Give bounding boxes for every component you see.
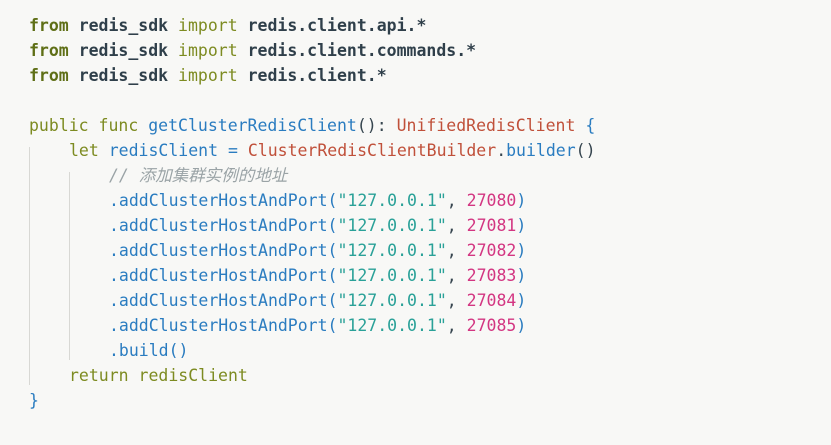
import-keyword: import [178,66,238,85]
method-call: .addClusterHostAndPort( [109,316,338,335]
import-target: redis.client.* [247,66,387,85]
close-brace: } [29,391,39,410]
builder-call: builder [506,141,576,160]
method-call: .addClusterHostAndPort( [109,291,338,310]
return-line: return redisClient [69,366,248,385]
import-line-2: from redis_sdk import redis.client.comma… [29,38,476,63]
method-call: .addClusterHostAndPort( [109,191,338,210]
port-number: 27080 [466,191,517,210]
separator: , [446,191,467,210]
port-number: 27081 [466,216,517,235]
close-paren: ) [516,266,527,285]
host-string: "127.0.0.1" [337,241,447,260]
port-number: 27084 [466,291,517,310]
separator: , [446,216,467,235]
import-target: redis.client.api.* [247,16,427,35]
port-number: 27085 [466,316,517,335]
package-name: redis_sdk [78,16,169,35]
host-string: "127.0.0.1" [337,191,447,210]
package-name: redis_sdk [78,41,169,60]
separator: , [446,241,467,260]
dot: . [496,141,507,160]
indent-guide-inner [69,172,70,360]
open-brace: { [575,116,596,135]
func-modifiers: public func [29,116,149,135]
method-call: .addClusterHostAndPort( [109,216,338,235]
port-number: 27083 [466,266,517,285]
import-target: redis.client.commands.* [247,41,477,60]
let-line: let redisClient = ClusterRedisClientBuil… [69,138,596,163]
host-call-line: .addClusterHostAndPort("127.0.0.1", 2708… [109,288,526,313]
host-call-line: .addClusterHostAndPort("127.0.0.1", 2708… [109,313,526,338]
close-paren: ) [516,191,527,210]
package-name: redis_sdk [78,66,169,85]
let-keyword: let [69,141,109,160]
separator: , [446,316,467,335]
method-call: .addClusterHostAndPort( [109,266,338,285]
func-params: (): [356,116,397,135]
port-number: 27082 [466,241,517,260]
build-call-line: .build() [109,341,189,360]
indent-guide-outer [29,147,30,385]
import-keyword: import [178,16,238,35]
host-string: "127.0.0.1" [337,291,447,310]
func-name: getClusterRedisClient [148,116,357,135]
from-keyword: from [29,66,69,85]
import-keyword: import [178,41,238,60]
func-declaration-line: public func getClusterRedisClient(): Uni… [29,113,595,138]
call-parens: () [575,141,596,160]
method-call: .addClusterHostAndPort( [109,241,338,260]
import-line-1: from redis_sdk import redis.client.api.* [29,13,426,38]
host-string: "127.0.0.1" [337,266,447,285]
return-type: UnifiedRedisClient [396,116,576,135]
host-string: "127.0.0.1" [337,216,447,235]
separator: , [446,291,467,310]
builder-class: ClusterRedisClientBuilder [247,141,497,160]
separator: , [446,266,467,285]
host-call-line: .addClusterHostAndPort("127.0.0.1", 2708… [109,213,526,238]
close-paren: ) [516,216,527,235]
from-keyword: from [29,41,69,60]
from-keyword: from [29,16,69,35]
host-call-line: .addClusterHostAndPort("127.0.0.1", 2708… [109,188,526,213]
close-paren: ) [516,316,527,335]
host-call-line: .addClusterHostAndPort("127.0.0.1", 2708… [109,263,526,288]
comment-line: // 添加集群实例的地址 [109,166,288,185]
close-paren: ) [516,291,527,310]
variable-assign: redisClient = [108,141,248,160]
close-paren: ) [516,241,527,260]
host-call-line: .addClusterHostAndPort("127.0.0.1", 2708… [109,238,526,263]
import-line-3: from redis_sdk import redis.client.* [29,63,387,88]
host-string: "127.0.0.1" [337,316,447,335]
